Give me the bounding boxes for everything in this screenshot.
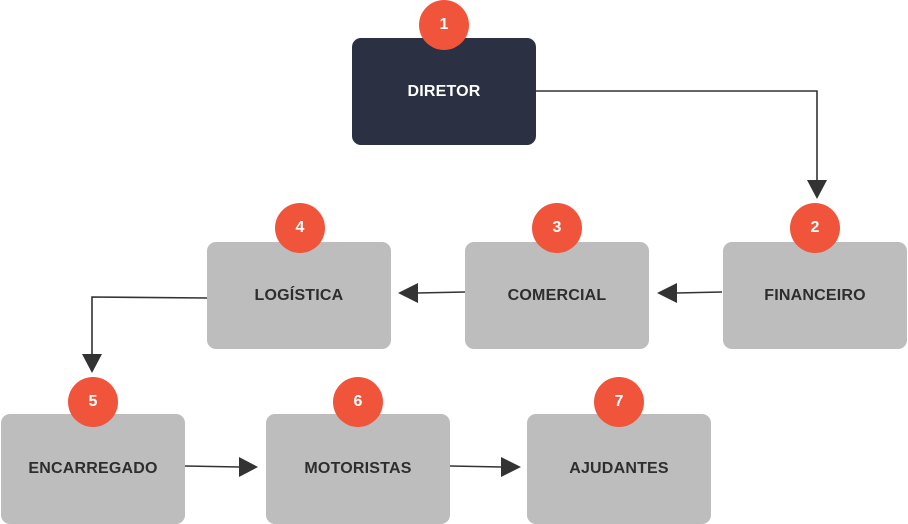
edge-motoristas-ajudantes — [449, 465, 503, 468]
step-badge-4: 4 — [275, 203, 325, 253]
node-logistica[interactable]: LOGÍSTICA — [207, 242, 391, 349]
node-diretor[interactable]: DIRETOR — [352, 38, 536, 145]
node-financeiro[interactable]: FINANCEIRO — [723, 242, 907, 349]
step-number: 3 — [552, 219, 562, 236]
step-number: 4 — [295, 219, 305, 236]
edge-logistica-encarregado — [91, 296, 208, 355]
node-label: COMERCIAL — [507, 286, 607, 304]
arrowhead-logistica — [398, 283, 418, 303]
step-badge-1: 1 — [419, 0, 469, 50]
step-number: 1 — [439, 16, 449, 33]
step-number: 6 — [353, 393, 363, 410]
step-number: 2 — [810, 219, 820, 236]
node-label: DIRETOR — [407, 82, 481, 100]
arrowhead-ajudantes — [501, 457, 521, 477]
edge-encarregado-motoristas — [184, 465, 241, 468]
arrowhead-comercial — [657, 283, 677, 303]
step-badge-7: 7 — [594, 377, 644, 427]
edge-comercial-logistica — [416, 291, 466, 294]
step-badge-2: 2 — [790, 203, 840, 253]
arrowhead-financeiro — [807, 180, 827, 199]
edge-diretor-financeiro — [536, 90, 818, 180]
arrowhead-motoristas — [239, 457, 258, 477]
node-encarregado[interactable]: ENCARREGADO — [1, 414, 185, 524]
node-label: ENCARREGADO — [28, 460, 158, 477]
arrowhead-encarregado — [82, 354, 102, 373]
step-number: 5 — [88, 393, 98, 410]
step-badge-6: 6 — [333, 377, 383, 427]
node-comercial[interactable]: COMERCIAL — [465, 242, 649, 349]
node-label: MOTORISTAS — [304, 460, 412, 477]
node-label: AJUDANTES — [569, 460, 669, 477]
edge-financeiro-comercial — [675, 291, 723, 294]
node-ajudantes[interactable]: AJUDANTES — [527, 414, 711, 524]
node-motoristas[interactable]: MOTORISTAS — [266, 414, 450, 524]
step-badge-3: 3 — [532, 203, 582, 253]
step-number: 7 — [614, 393, 624, 410]
node-label: FINANCEIRO — [764, 286, 866, 304]
step-badge-5: 5 — [68, 377, 118, 427]
node-label: LOGÍSTICA — [254, 286, 344, 304]
